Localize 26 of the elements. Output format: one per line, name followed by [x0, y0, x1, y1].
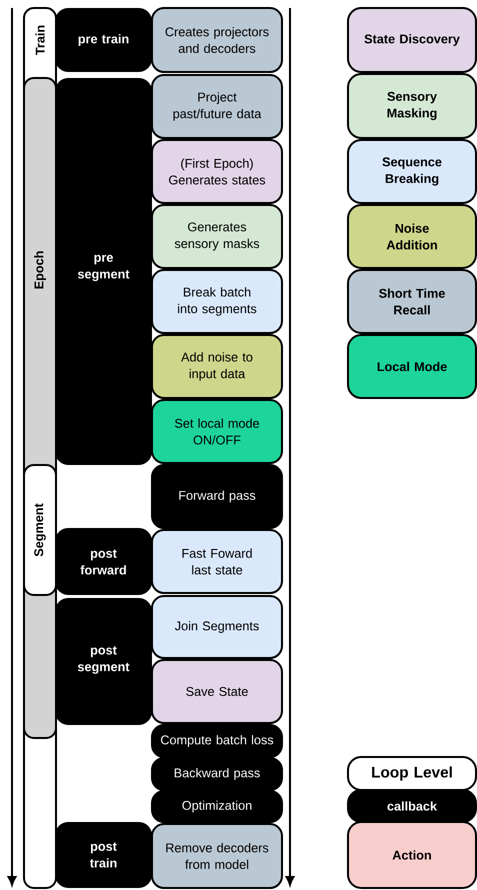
action-box: (First Epoch) Generates states — [151, 139, 283, 204]
callback-box: post segment — [55, 598, 152, 725]
node-label: post forward — [80, 549, 126, 575]
callback-box: post train — [55, 822, 152, 888]
action-box: Backward pass — [151, 757, 283, 791]
node-label: post train — [90, 842, 117, 868]
callback-box: post forward — [55, 528, 152, 595]
action-box: Fast Foward last state — [151, 529, 283, 594]
action-box: Optimization — [151, 790, 283, 823]
node-label: post segment — [78, 646, 130, 674]
node-label: pre segment — [78, 254, 130, 282]
action-box: Join Segments — [151, 595, 283, 659]
action-box: Break batch into segments — [151, 269, 283, 334]
loop-level-bar: Segment — [23, 464, 57, 596]
action-box: Set local mode ON/OFF — [151, 399, 283, 464]
action-box: Add noise to input data — [151, 334, 283, 399]
action-box: Save State — [151, 659, 283, 724]
action-box: Creates projectors and decoders — [151, 7, 283, 74]
node-label: pre train — [78, 34, 128, 46]
action-box: Project past/future data — [151, 74, 283, 139]
callback-box: pre train — [55, 8, 152, 72]
callback-box: pre segment — [55, 78, 152, 465]
action-box: Compute batch loss — [151, 724, 283, 758]
action-box: Remove decoders from model — [151, 823, 283, 889]
action-box: Forward pass — [151, 464, 283, 529]
action-box: Generates sensory masks — [151, 204, 283, 269]
